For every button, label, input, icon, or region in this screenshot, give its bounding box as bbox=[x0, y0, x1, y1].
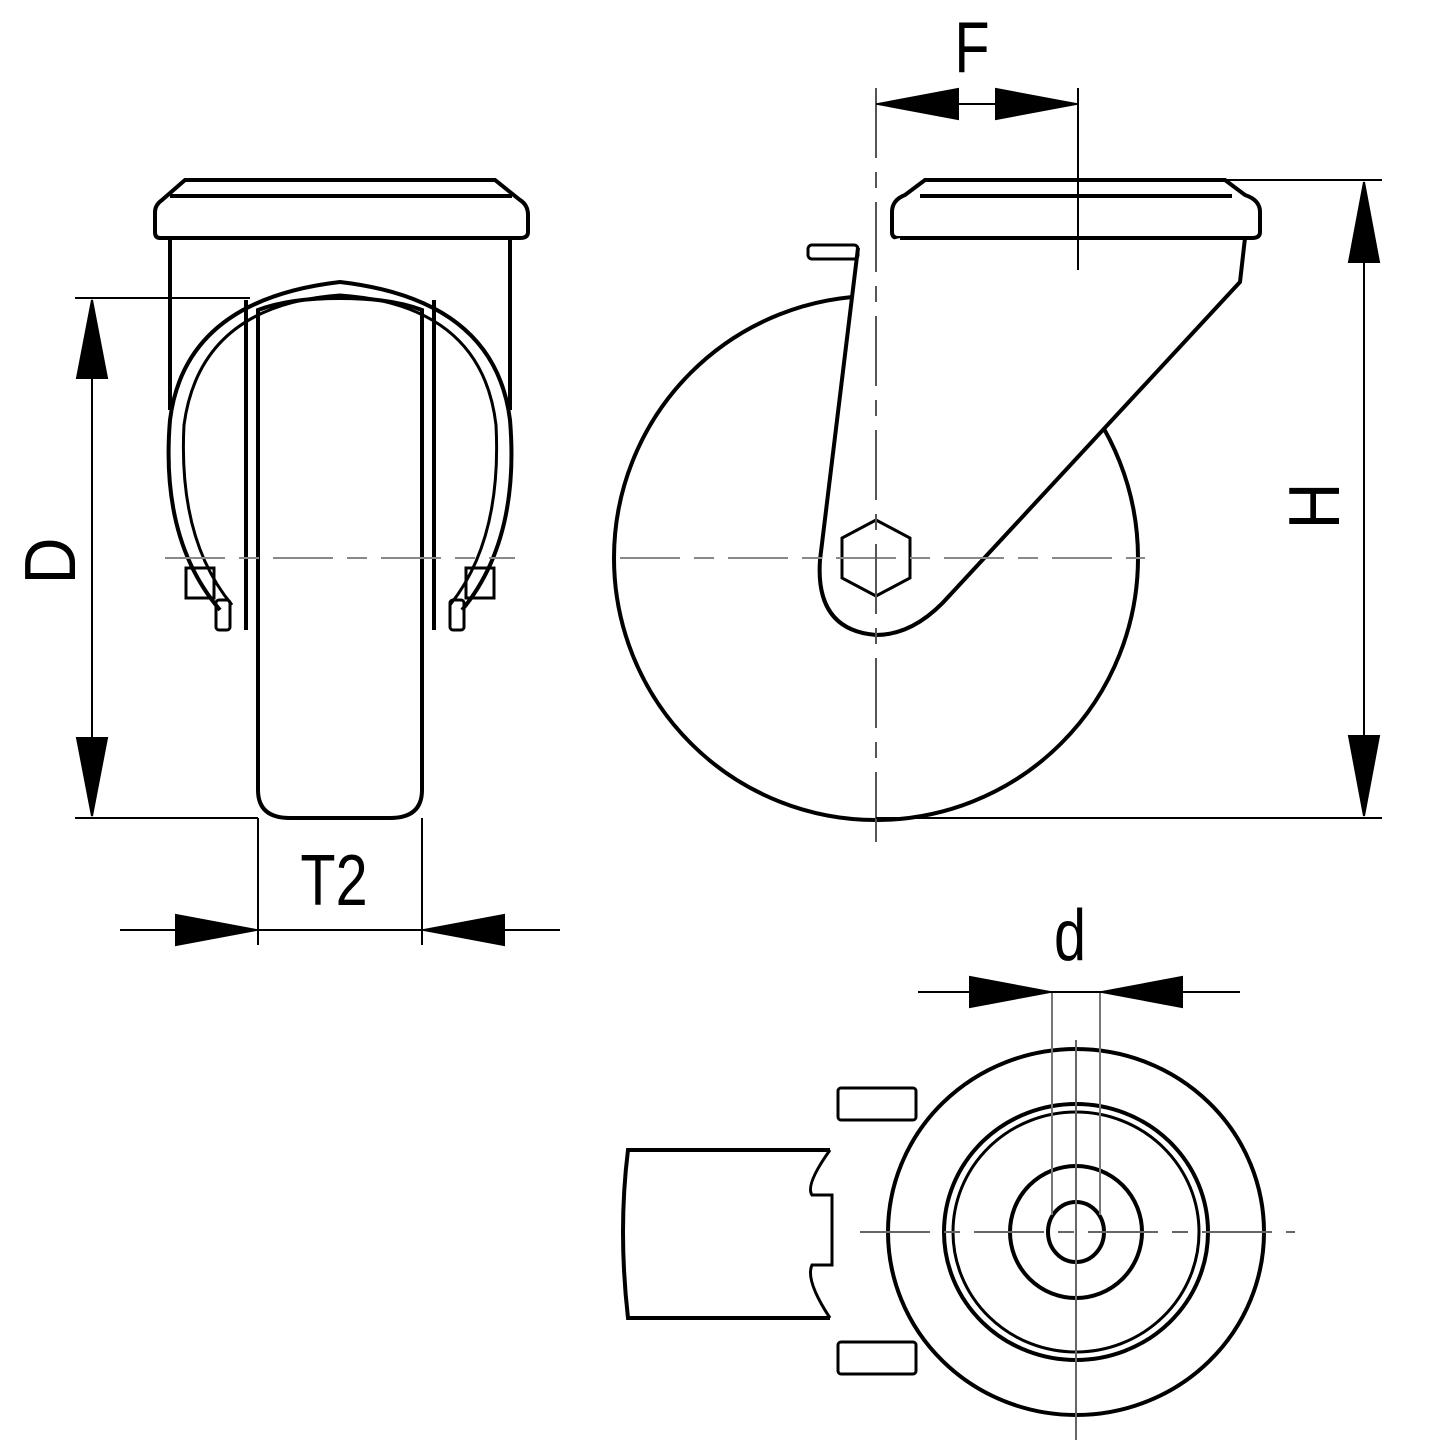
dimension-F bbox=[876, 87, 1079, 270]
label-T2: T2 bbox=[300, 841, 368, 921]
label-F: F bbox=[954, 8, 990, 88]
dimension-T2 bbox=[120, 818, 560, 947]
dimension-H bbox=[876, 179, 1382, 819]
front-view bbox=[153, 178, 530, 820]
top-view bbox=[621, 1040, 1295, 1440]
label-H: H bbox=[1275, 482, 1355, 530]
dimension-d bbox=[918, 975, 1240, 1215]
side-view bbox=[612, 88, 1262, 848]
dimension-D bbox=[75, 297, 258, 819]
label-d: d bbox=[1054, 896, 1087, 976]
label-D: D bbox=[11, 537, 91, 585]
